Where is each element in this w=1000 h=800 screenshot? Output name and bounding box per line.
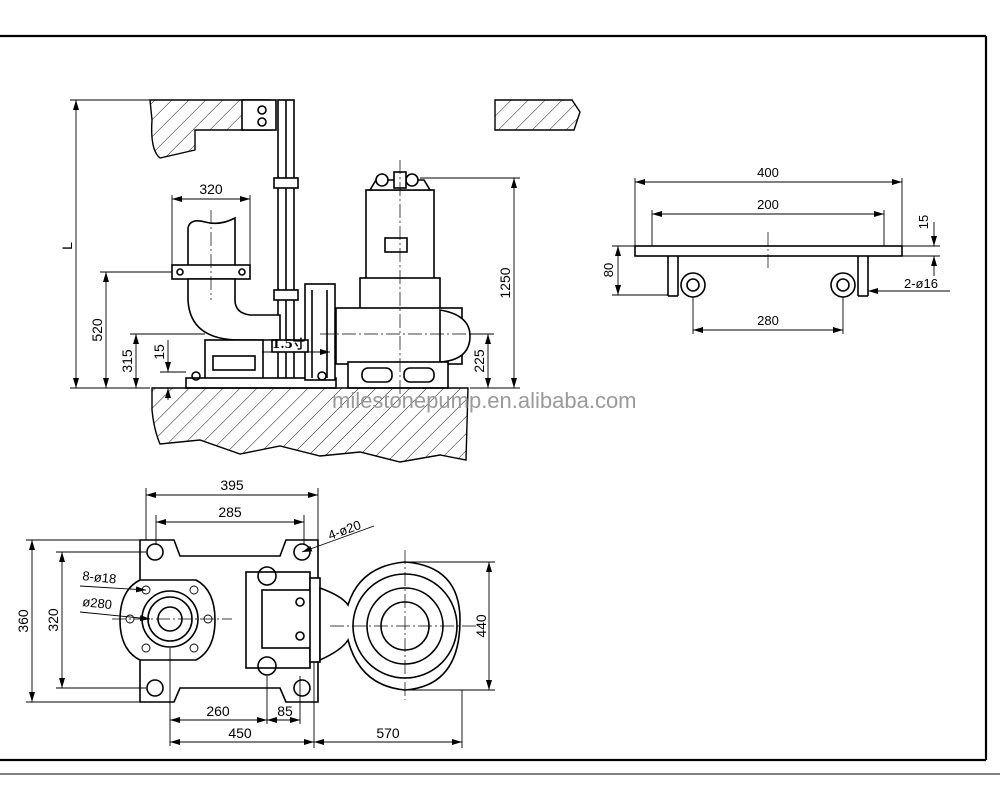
dim-260: 260 <box>169 648 268 746</box>
pump-volute-plan <box>319 550 480 700</box>
dim-360-label: 360 <box>15 609 31 633</box>
floor-slab <box>151 387 469 463</box>
roller-left <box>667 256 706 298</box>
guide-rail <box>241 99 299 381</box>
dim-320-plan-label: 320 <box>45 608 61 632</box>
dim-L-label: L <box>59 242 75 250</box>
valve-label: 1.5寸 <box>272 336 305 351</box>
dim-395-label: 395 <box>220 477 244 493</box>
dim-8-holes: 8-ø18 <box>79 568 147 593</box>
dim-520-label: 520 <box>89 318 105 342</box>
dim-1250: 1250 <box>420 177 520 389</box>
coupling-base <box>185 283 337 389</box>
discharge-pipe <box>171 210 281 341</box>
roller-right <box>830 256 869 298</box>
plan-view: 395 285 4-ø20 8-ø18 ø280 360 <box>15 477 495 748</box>
dim-450: 450 <box>170 662 315 748</box>
dim-L: L <box>59 99 150 389</box>
dim-570: 570 <box>314 690 463 748</box>
upper-slab-left <box>149 99 271 159</box>
dim-85: 85 <box>267 676 301 724</box>
dim-315-label: 315 <box>119 349 135 373</box>
side-elevation-view: L 520 315 15 320 1250 <box>59 99 581 463</box>
dim-450-label: 450 <box>228 725 252 741</box>
upper-slab-right <box>494 99 581 131</box>
coupling-block <box>245 566 321 676</box>
dim-80: 80 <box>601 245 668 296</box>
dim-320-plan: 320 <box>45 551 146 689</box>
dim-400: 400 <box>634 165 903 246</box>
watermark: milestonepump.en.alibaba.com <box>332 388 637 413</box>
dim-225-label: 225 <box>471 349 487 373</box>
dim-320-side: 320 <box>171 181 251 265</box>
bracket-plate <box>634 245 903 257</box>
dim-280-bracket-label: 280 <box>757 313 779 328</box>
dim-280-flange-label: ø280 <box>82 594 113 612</box>
dim-360: 360 <box>15 539 140 703</box>
dim-15-side-label: 15 <box>151 344 167 360</box>
dim-285-label: 285 <box>218 504 242 520</box>
dim-315: 315 <box>119 333 205 388</box>
dim-285: 285 <box>155 504 305 545</box>
dim-85-label: 85 <box>277 703 293 719</box>
dim-280-bracket: 280 <box>692 297 844 334</box>
dim-520: 520 <box>89 271 172 388</box>
valve-callout: 1.5寸 <box>262 336 330 355</box>
dim-200-label: 200 <box>757 197 779 212</box>
dim-80-label: 80 <box>601 263 616 277</box>
dim-2-holes-label: 2-ø16 <box>904 276 938 291</box>
dim-1250-label: 1250 <box>497 267 513 298</box>
dim-8-holes-label: 8-ø18 <box>82 568 117 586</box>
dim-260-label: 260 <box>206 703 230 719</box>
dim-2-holes: 2-ø16 <box>868 276 950 294</box>
dim-15-bracket-label: 15 <box>916 215 931 229</box>
dim-440-label: 440 <box>473 614 489 638</box>
drawing-frame <box>0 34 1000 775</box>
dim-4-holes-label: 4-ø20 <box>326 517 363 543</box>
dim-280-flange: ø280 <box>79 594 151 621</box>
dim-395: 395 <box>145 477 319 540</box>
dim-400-label: 400 <box>757 165 779 180</box>
dim-225: 225 <box>470 333 494 388</box>
dim-570-label: 570 <box>376 725 400 741</box>
dim-440: 440 <box>405 561 495 691</box>
dim-320-side-label: 320 <box>199 181 223 197</box>
pump-body <box>320 160 480 395</box>
dim-15-bracket: 15 <box>902 215 940 276</box>
bracket-view: 400 200 15 80 280 2-ø1 <box>601 165 950 334</box>
dim-200: 200 <box>651 197 885 246</box>
dim-15-side: 15 <box>151 340 186 400</box>
